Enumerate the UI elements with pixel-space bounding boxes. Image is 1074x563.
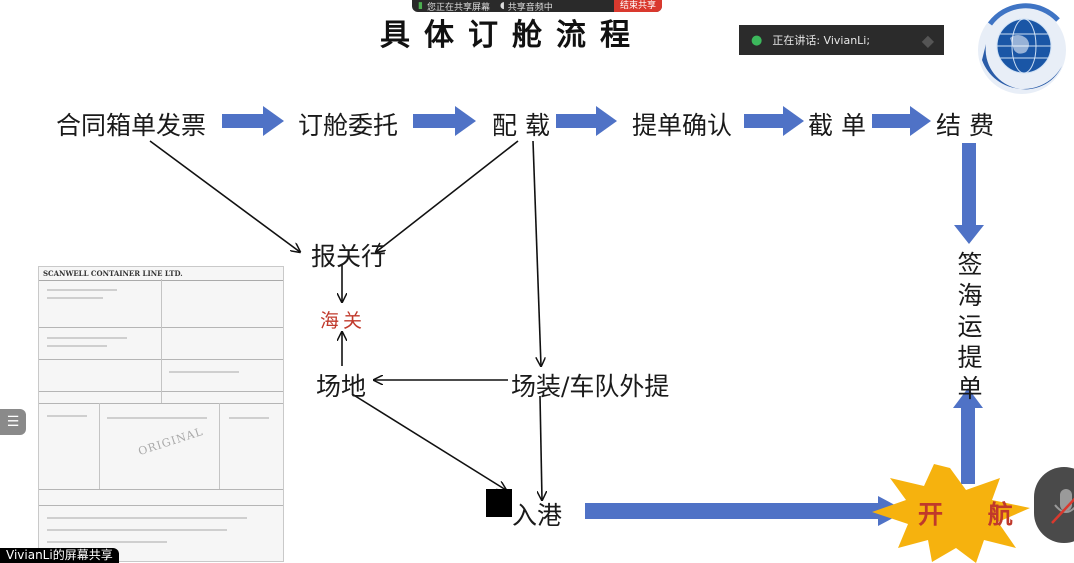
node-stowage: 配 载 (492, 111, 550, 140)
stop-share-button[interactable]: 结束共享 (613, 0, 662, 12)
speaker-avatar-icon: ◆ (921, 30, 934, 50)
node-sign-bl: 签海运提单 (957, 250, 983, 403)
mic-icon: ● (751, 32, 763, 48)
bill-of-lading-image: SCANWELL CONTAINER LINE LTD. ORIGINAL (38, 266, 284, 562)
node-loading-pickup: 场装/车队外提 (511, 372, 670, 401)
screen-share-caption: VivianLi的屏幕共享 (0, 548, 119, 563)
arrow-block (585, 496, 906, 526)
node-launch: 开 航 (918, 500, 1031, 529)
node-bl-confirm: 提单确认 (632, 111, 733, 140)
node-customs-broker: 报关行 (311, 242, 387, 271)
list-icon: ☰ (6, 414, 20, 430)
node-customs: 海关 (320, 310, 367, 332)
screen-share-bar: ▮ 您正在共享屏幕 ◖ 共享音频中 结束共享 (412, 0, 662, 12)
arrow-block (744, 106, 804, 136)
sharing-label: 您正在共享屏幕 (426, 2, 490, 13)
node-entry-port: 入港 (512, 501, 563, 530)
arrow-block (556, 106, 617, 136)
mute-mic-button[interactable] (1034, 467, 1074, 543)
node-settlement: 结 费 (936, 111, 994, 140)
arrow-block (872, 106, 931, 136)
node-cutoff: 截 单 (808, 111, 866, 140)
side-menu-button[interactable]: ☰ (0, 409, 26, 435)
audio-icon: ◖ (499, 1, 505, 11)
signal-icon: ▮ (418, 1, 423, 11)
doc-stamp: ORIGINAL (136, 424, 206, 459)
speaker-panel: ● 正在讲话: VivianLi; ◆ (739, 25, 944, 55)
mic-muted-icon (1051, 489, 1074, 524)
node-contract-docs: 合同箱单发票 (56, 111, 207, 140)
arrow-block (222, 106, 284, 136)
launch-starburst (872, 464, 1030, 563)
node-booking-entrust: 订舱委托 (298, 111, 399, 140)
speaking-label: 正在讲话: VivianLi; (772, 34, 871, 47)
arrow-block (413, 106, 476, 136)
globe-logo-icon (978, 3, 1066, 94)
arrow-block (953, 388, 983, 484)
arrow-block (954, 143, 984, 244)
redaction-block (486, 489, 512, 517)
slide-title: 具体订舱流程 (380, 18, 644, 53)
node-yard: 场地 (316, 372, 367, 401)
audio-label[interactable]: 共享音频中 (507, 2, 553, 13)
